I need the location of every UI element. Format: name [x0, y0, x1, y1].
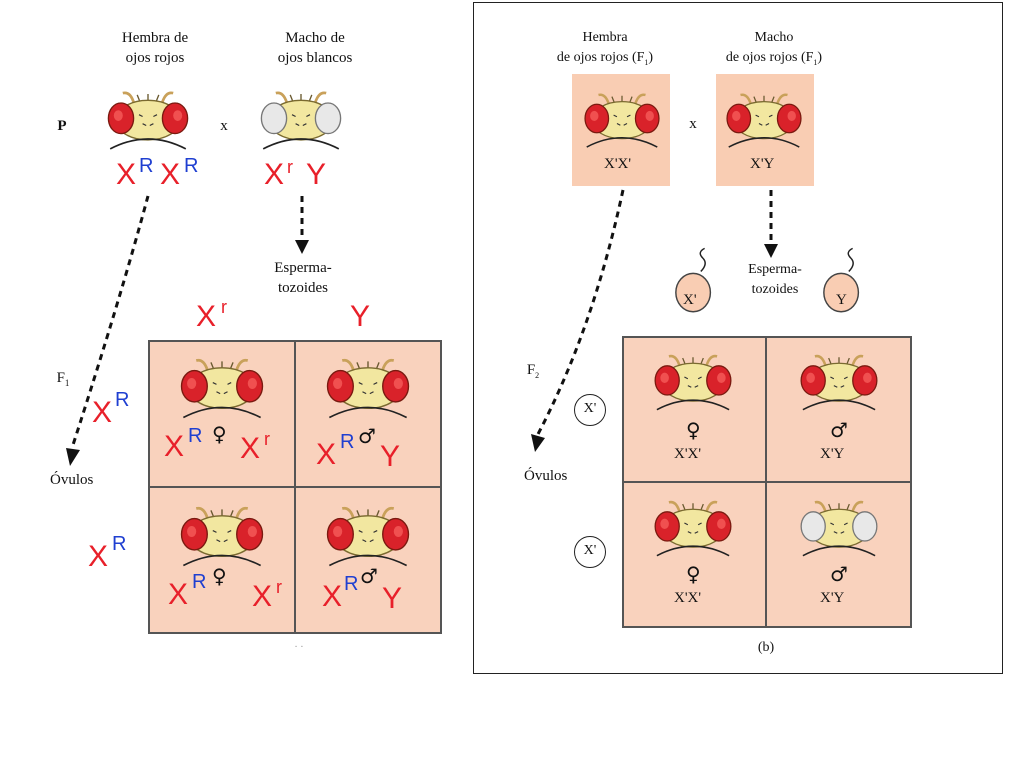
sperm-y-genotype: Y — [836, 292, 847, 308]
allele-y: Y — [380, 440, 401, 473]
egg-allele-x: X — [88, 540, 109, 573]
grid-divider — [148, 486, 442, 488]
egg-allele-x: X — [92, 396, 113, 429]
allele-r-superscript: r — [276, 577, 282, 597]
generation-f2-label: F2 — [526, 362, 540, 380]
sperm-cell-icon — [672, 242, 720, 322]
allele-y: Y — [306, 158, 327, 191]
allele-r-superscript: r — [264, 429, 270, 449]
allele-r-superscript: r — [221, 297, 227, 317]
panel-b-caption: (b) — [757, 640, 775, 655]
eggs-label-b: Óvulos — [524, 468, 568, 484]
grid-divider — [622, 481, 912, 483]
cell-genotype: X'X' — [674, 446, 702, 462]
sperm-label-b: Esperma- tozoides — [748, 262, 802, 297]
allele-x: X — [316, 438, 337, 471]
egg-x-circle: X' — [574, 536, 606, 568]
allele-R-superscript: R — [188, 425, 203, 447]
male-symbol-icon: ♂ — [830, 562, 848, 586]
allele-x: X — [264, 158, 285, 191]
inheritance-arrows-b — [531, 189, 778, 452]
male-parent-label: Macho de ojos blancos — [277, 30, 353, 66]
fruit-fly-head-red-eyes-icon — [322, 504, 414, 570]
allele-R-superscript: R — [340, 431, 355, 453]
fruit-fly-head-red-eyes-icon — [176, 504, 268, 570]
allele-x: X — [164, 430, 185, 463]
allele-R-superscript: R — [344, 573, 359, 595]
footer-mark: · · — [294, 642, 304, 653]
generation-p-label: P — [57, 118, 67, 134]
female-symbol-icon: ♀ — [686, 418, 701, 442]
allele-x: X — [160, 158, 181, 191]
sperm-cell-icon — [820, 242, 868, 322]
male-symbol-icon: ♂ — [358, 424, 376, 448]
male-symbol-icon: ♂ — [830, 418, 848, 442]
inheritance-arrows — [66, 195, 309, 466]
fruit-fly-head-red-eyes-icon — [176, 356, 268, 422]
sperm-label: Esperma- tozoides — [274, 260, 332, 296]
f1-female-label: Hembra de ojos rojos (F1) — [556, 30, 654, 67]
generation-f1-label: F1 — [56, 370, 70, 388]
allele-x: X — [168, 578, 189, 611]
allele-x: X — [252, 580, 273, 613]
sperm-allele-y: Y — [350, 300, 371, 333]
fruit-fly-head-red-eyes-icon — [322, 356, 414, 422]
female-symbol-icon: ♀ — [212, 422, 227, 446]
fruit-fly-head-red-eyes-icon — [650, 498, 736, 560]
allele-R-superscript: R — [112, 533, 127, 555]
female-symbol-icon: ♀ — [686, 562, 701, 586]
sperm-allele-x: X — [196, 300, 217, 333]
allele-y: Y — [382, 582, 403, 615]
panel-b — [473, 2, 1003, 674]
f1-male-label: Macho de ojos rojos (F1) — [725, 30, 823, 67]
egg-x-circle: X' — [574, 394, 606, 426]
cell-genotype: X'Y — [820, 590, 845, 606]
allele-x: X — [322, 580, 343, 613]
cross-symbol: x — [220, 118, 228, 134]
allele-r-superscript: r — [287, 157, 293, 177]
cell-genotype: X'X' — [674, 590, 702, 606]
fruit-fly-head-white-eyes-icon — [796, 498, 882, 560]
female-symbol-icon: ♀ — [212, 564, 227, 588]
cross-symbol: x — [689, 116, 697, 132]
allele-x: X — [116, 158, 137, 191]
f1-male-genotype: X'Y — [750, 156, 775, 172]
female-parent-label: Hembra de ojos rojos — [121, 30, 189, 66]
eggs-label: Óvulos — [50, 472, 94, 488]
male-symbol-icon: ♂ — [360, 564, 378, 588]
allele-R-superscript: R — [192, 571, 207, 593]
fruit-fly-head-red-eyes-icon — [796, 352, 882, 414]
allele-x: X — [240, 432, 261, 465]
allele-R-superscript: R — [139, 155, 154, 177]
allele-R-superscript: R — [184, 155, 199, 177]
allele-R-superscript: R — [115, 389, 130, 411]
cell-genotype: X'Y — [820, 446, 845, 462]
sperm-x-genotype: X' — [683, 292, 697, 308]
fruit-fly-head-red-eyes-icon — [650, 352, 736, 414]
f1-female-genotype: X'X' — [604, 156, 632, 172]
